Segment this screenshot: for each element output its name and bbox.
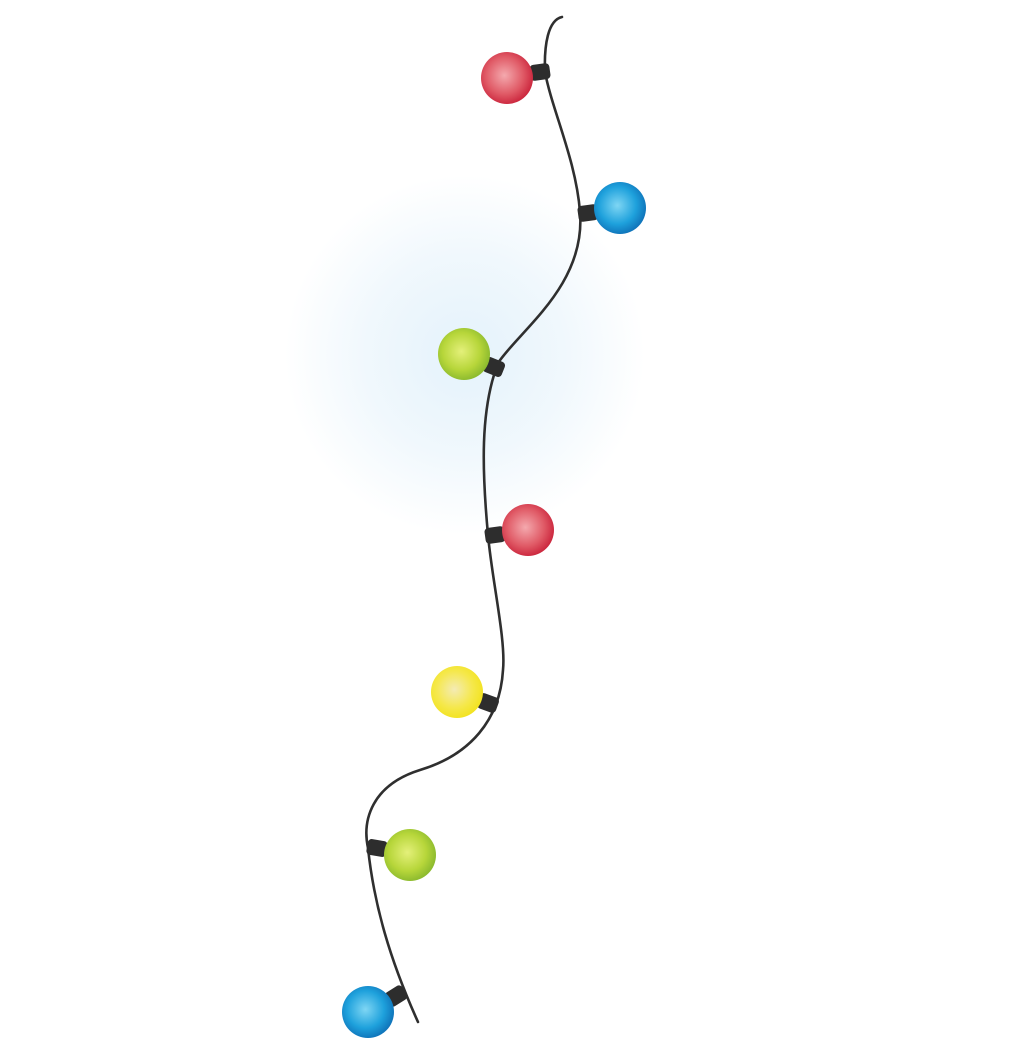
- bulb-globe-yellow: [431, 666, 483, 718]
- bulb-blue: [342, 985, 408, 1038]
- bulbs-group: [342, 52, 646, 1038]
- bulb-socket: [366, 839, 388, 857]
- bulb-blue: [577, 182, 646, 234]
- bulb-red: [481, 52, 551, 104]
- bulb-yellow: [431, 666, 500, 718]
- bulb-globe-red: [502, 504, 554, 556]
- bulb-globe-green: [384, 829, 436, 881]
- bulb-socket: [529, 63, 551, 81]
- bulb-socket: [484, 526, 506, 544]
- bulb-socket: [577, 204, 599, 222]
- bulb-globe-blue: [342, 986, 394, 1038]
- bulb-red: [484, 504, 554, 556]
- bulb-globe-green: [438, 328, 490, 380]
- bulb-globe-blue: [594, 182, 646, 234]
- bulb-globe-red: [481, 52, 533, 104]
- bulb-socket: [476, 693, 500, 713]
- bulb-green: [366, 829, 436, 881]
- bulb-green: [438, 328, 506, 380]
